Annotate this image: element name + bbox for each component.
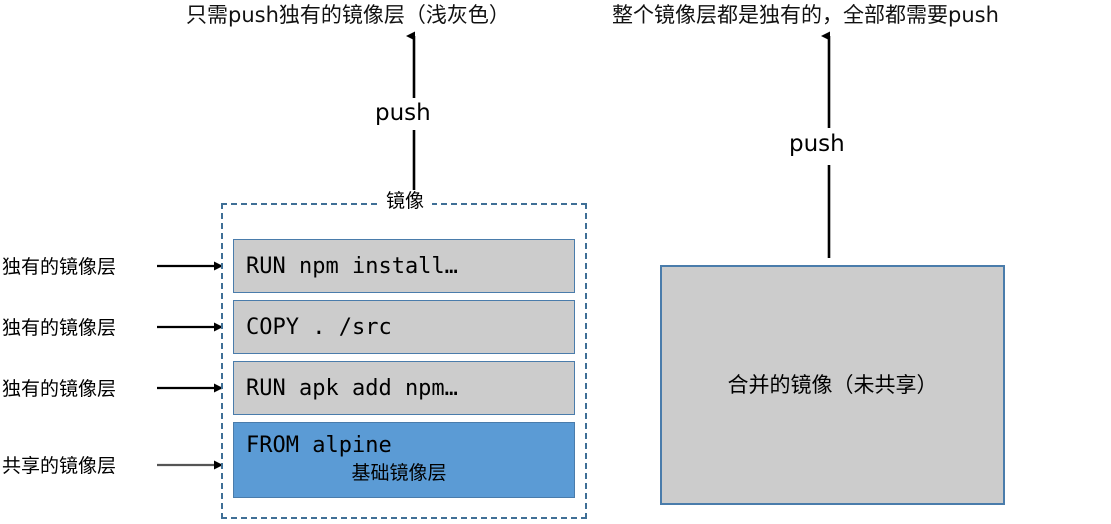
base-image-layer-row[interactable]: FROM alpine 基础镜像层 xyxy=(233,422,575,498)
image-layer-row[interactable]: RUN apk add npm… xyxy=(233,361,575,415)
caption-left-push-unique-layers: 只需push独有的镜像层（浅灰色） xyxy=(186,3,510,27)
merged-image-box-label: 合并的镜像（未共享） xyxy=(727,373,938,397)
image-layer-row[interactable]: RUN npm install… xyxy=(233,239,575,293)
image-layer-command: RUN npm install… xyxy=(246,253,458,279)
image-layer-row[interactable]: COPY . /src xyxy=(233,300,575,354)
push-label-right: push xyxy=(785,131,849,157)
base-image-layer-sublabel: 基础镜像层 xyxy=(351,462,447,484)
side-label-shared-layer: 共享的镜像层 xyxy=(2,455,117,477)
image-layer-command: RUN apk add npm… xyxy=(246,375,458,401)
push-label-left: push xyxy=(371,100,435,126)
image-layer-command: COPY . /src xyxy=(246,314,392,340)
side-label-unique-layer: 独有的镜像层 xyxy=(2,378,117,400)
side-label-unique-layer: 独有的镜像层 xyxy=(2,256,117,278)
image-group-title: 镜像 xyxy=(378,190,433,212)
caption-right-push-all-layers: 整个镜像层都是独有的，全部都需要push xyxy=(612,3,999,27)
merged-image-box[interactable]: 合并的镜像（未共享） xyxy=(660,265,1005,505)
side-label-unique-layer: 独有的镜像层 xyxy=(2,317,117,339)
base-image-layer-command: FROM alpine xyxy=(246,433,392,458)
